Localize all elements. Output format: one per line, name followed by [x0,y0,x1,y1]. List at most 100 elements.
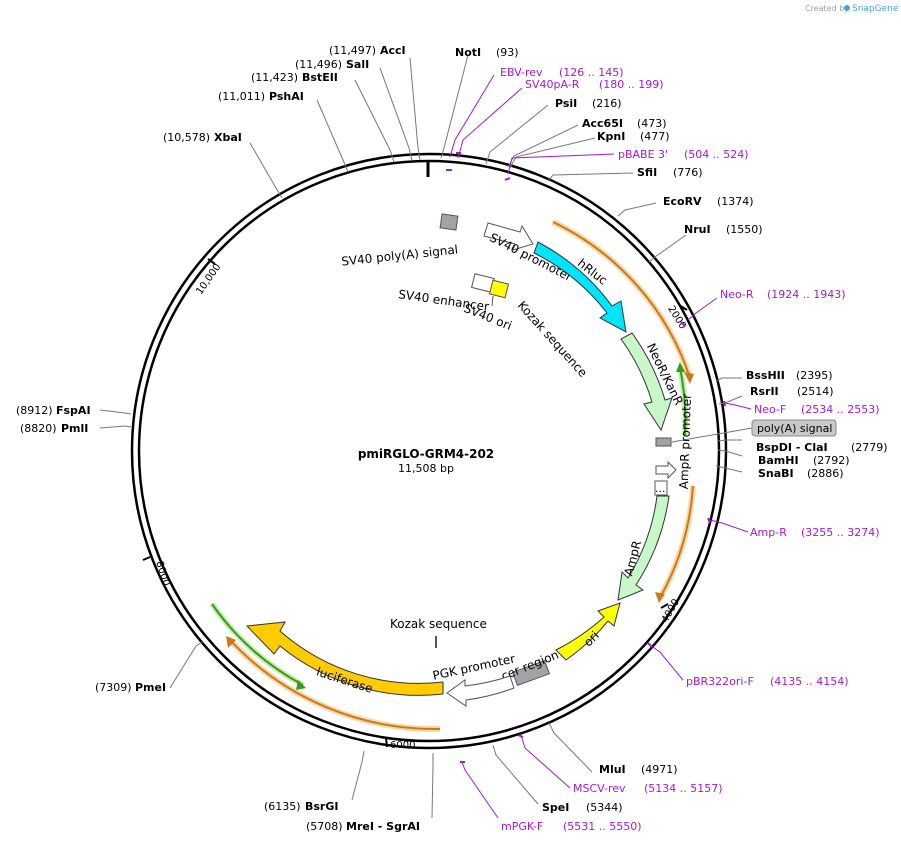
primer-name: Neo-F [754,403,786,416]
ori-arrow [555,602,621,661]
hrluc-arrow [533,241,627,333]
site-pos: (6135) [264,800,301,813]
site-pos: (11,423) [251,71,298,84]
site-pos: (8912) [16,404,53,417]
primer-name: pBR322ori-F [686,675,754,688]
site-name: PshAI [269,90,304,103]
created-by-text: Created by [805,4,849,13]
primer-leaders [449,74,752,819]
site-name: PmlI [61,422,88,435]
ampr-arrow [617,495,670,601]
site-pos: (2886) [807,467,844,480]
primer-range: (5531 .. 5550) [563,820,642,833]
site-pos: (11,497) [329,44,376,57]
site-pos: (4971) [641,763,678,776]
primer-range: (126 .. 145) [559,66,624,79]
sv40-polya-box [439,213,459,231]
site-name: AccI [380,44,406,57]
neo-arrow [620,332,673,432]
site-name: RsrII [750,385,779,398]
primer-labels: EBV-rev (126 .. 145) SV40pA-R (180 .. 19… [500,66,880,833]
plasmid-length: 11,508 bp [398,462,454,475]
site-leaders [99,54,743,819]
site-pos: (8820) [20,422,57,435]
left-site-labels: (11,497) AccI (11,496) SalI (11,423) Bst… [16,44,420,833]
ellipsis-box [654,480,668,496]
site-pos: (5344) [586,801,623,814]
site-name: SfiI [637,166,657,179]
snapgene-logo-icon [844,5,850,11]
site-name: BsrGI [305,800,338,813]
tick-label: 6000 [390,740,415,751]
snapgene-brand: SnapGene [852,4,899,14]
site-pos: (473) [637,117,667,130]
site-name: PsiI [555,97,577,110]
primer-range: (2534 .. 2553) [801,403,880,416]
primer-range: (4135 .. 4154) [770,675,849,688]
site-pos: (10,578) [163,131,210,144]
primer-range: (5134 .. 5157) [644,782,723,795]
site-name: EcoRV [663,195,702,208]
primer-range: (504 .. 524) [684,148,749,161]
primer-range: (3255 .. 3274) [801,526,880,539]
site-name: XbaI [214,131,242,144]
site-name: SpeI [542,801,569,814]
kozak-top-label: Kozak sequence [515,298,590,379]
site-pos: (7309) [95,681,132,694]
site-name: BspDI - ClaI [756,441,828,454]
site-name: BamHI [758,454,799,467]
site-name: BssHII [746,369,785,382]
primer-name: MSCV-rev [573,782,626,795]
site-pos: (477) [640,130,670,143]
amp-promoter-arrow [655,460,677,480]
sv40-promoter-arrow [483,222,534,251]
ruler-ticks: 2000 4000 6000 8000 10,000 [142,258,688,751]
primer-marks [446,152,726,763]
site-pos: (1374) [717,195,754,208]
site-pos: (216) [592,97,622,110]
ellipsis-label: ... [655,482,666,495]
site-pos: (776) [673,166,703,179]
polya-badge-label: poly(A) signal [757,422,832,435]
site-name: NotI [455,46,481,59]
site-pos: (2792) [813,454,850,467]
right-site-labels: NotI (93) PsiI (216) Acc65I (473) KpnI (… [455,46,888,814]
site-name: BstEII [302,71,338,84]
orf-arcs [209,219,696,733]
sv40-polya-label: SV40 poly(A) signal [341,242,459,268]
primer-name: EBV-rev [500,66,543,79]
primer-range: (1924 .. 1943) [767,288,846,301]
primer-name: Amp-R [750,526,787,539]
site-pos: (1550) [726,223,763,236]
site-pos: (93) [496,46,519,59]
amp-promoter-label: AmpR promoter [677,394,694,490]
site-name: NruI [684,223,711,236]
backbone-inner [137,159,721,743]
luciferase-label: luciferase [315,665,375,696]
site-name: SnaBI [758,467,794,480]
plasmid-name: pmiRGLO-GRM4-202 [358,447,494,461]
site-name: MluI [599,763,626,776]
site-pos: (11,011) [218,90,265,103]
site-pos: (2779) [851,441,888,454]
site-pos: (11,496) [295,58,342,71]
primer-range: (180 .. 199) [599,78,664,91]
polya-small-box [655,437,672,447]
primer-name: pBABE 3' [618,148,668,161]
tick-label: 10,000 [194,262,223,297]
luciferase-arrow [245,621,444,696]
polya-badge [751,419,837,437]
kozak-top-mark [491,295,494,307]
site-pos: (2395) [796,369,833,382]
site-name: Acc65I [582,117,623,130]
primer-name: mPGK-F [501,820,543,833]
pgk-promoter-arrow [446,675,515,707]
site-name: MreI - SgrAI [346,820,420,833]
site-pos: (5708) [306,820,343,833]
primer-name: SV40pA-R [525,78,580,91]
kozak-bottom-label: Kozak sequence [390,617,487,631]
site-name: SalI [346,58,369,71]
sv40-ori-box [488,279,510,299]
primer-name: Neo-R [720,288,754,301]
